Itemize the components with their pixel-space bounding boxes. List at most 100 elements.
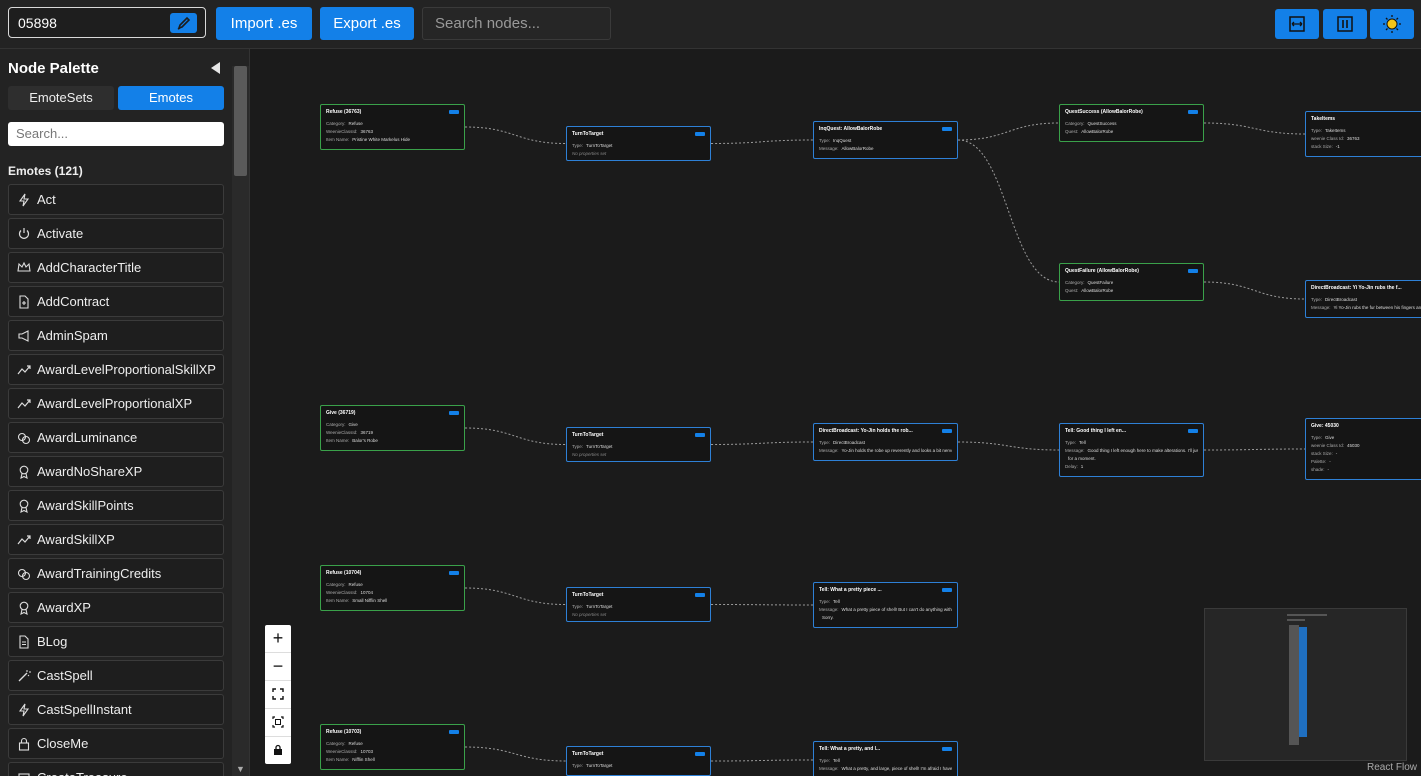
emote-item[interactable]: AwardSkillPoints [8, 490, 224, 521]
node-edit-badge[interactable] [449, 571, 459, 575]
node-edit-badge[interactable] [449, 411, 459, 415]
property-key: Category: [1065, 280, 1085, 285]
flow-edge[interactable] [1203, 448, 1306, 451]
flow-edge[interactable] [464, 587, 567, 605]
emote-item[interactable]: AddContract [8, 286, 224, 317]
palette-scrollbar[interactable]: ▲ ▼ [232, 66, 249, 776]
fit-view-button[interactable] [265, 681, 291, 709]
emote-item[interactable]: BLog [8, 626, 224, 657]
node-edit-badge[interactable] [695, 132, 705, 136]
emote-item[interactable]: AwardSkillXP [8, 524, 224, 555]
theme-toggle-button[interactable] [1370, 9, 1414, 39]
emote-item[interactable]: Act [8, 184, 224, 215]
file-name-field[interactable]: 05898 [8, 7, 206, 38]
flow-node[interactable]: DirectBroadcast: Yo-Jin holds the rob...… [813, 423, 958, 461]
layout-button[interactable] [1275, 9, 1319, 39]
emote-item[interactable]: CastSpell [8, 660, 224, 691]
property-value: - [1329, 459, 1331, 464]
node-edit-badge[interactable] [695, 433, 705, 437]
fit-selection-button[interactable] [265, 709, 291, 737]
collapse-sidebar-icon[interactable] [210, 62, 222, 74]
flow-node[interactable]: QuestFailure (AllowBalorRobe)Category:Qu… [1059, 263, 1204, 301]
node-edit-badge[interactable] [695, 752, 705, 756]
node-edit-badge[interactable] [695, 593, 705, 597]
trend-icon [17, 365, 31, 375]
flow-edge[interactable] [464, 126, 567, 144]
zoom-controls: + − [265, 625, 291, 764]
flow-edge[interactable] [957, 122, 1060, 141]
scroll-thumb[interactable] [234, 66, 247, 176]
flow-edge[interactable] [710, 441, 814, 445]
react-flow-attribution[interactable]: React Flow [1364, 761, 1419, 774]
node-edit-badge[interactable] [942, 588, 952, 592]
emote-item[interactable]: AwardLuminance [8, 422, 224, 453]
flow-edge[interactable] [1203, 122, 1306, 135]
flow-node[interactable]: DirectBroadcast: Yi Yo-Jin rubs the f...… [1305, 280, 1421, 318]
pause-button[interactable] [1323, 9, 1367, 39]
emote-item[interactable]: AddCharacterTitle [8, 252, 224, 283]
export-button[interactable]: Export .es [320, 7, 414, 40]
tab-emotes[interactable]: Emotes [118, 86, 224, 110]
flow-edge[interactable] [710, 139, 814, 144]
property-value: Refuse [348, 582, 363, 587]
emote-item[interactable]: CloseMe [8, 728, 224, 759]
flow-edge[interactable] [710, 604, 814, 606]
emote-label: CastSpellInstant [37, 702, 132, 717]
node-edit-badge[interactable] [1188, 110, 1198, 114]
lock-button[interactable] [265, 737, 291, 764]
flow-edge[interactable] [464, 427, 567, 445]
node-edit-badge[interactable] [942, 127, 952, 131]
emote-item[interactable]: CreateTreasure [8, 762, 224, 776]
emote-item[interactable]: AwardTrainingCredits [8, 558, 224, 589]
flow-edge[interactable] [957, 139, 1060, 283]
palette-search-input[interactable]: Search... [8, 122, 224, 146]
flow-edge[interactable] [464, 746, 567, 762]
emote-item[interactable]: AwardNoShareXP [8, 456, 224, 487]
node-property: stack Size:-1 [1311, 144, 1421, 149]
node-edit-badge[interactable] [449, 730, 459, 734]
property-key: Type: [1311, 128, 1323, 133]
node-edit-badge[interactable] [942, 429, 952, 433]
import-button[interactable]: Import .es [216, 7, 312, 40]
emote-item[interactable]: AwardLevelProportionalSkillXP [8, 354, 224, 385]
flow-node[interactable]: QuestSuccess (AllowBalorRobe)Category:Qu… [1059, 104, 1204, 142]
scroll-down-icon[interactable]: ▼ [236, 764, 245, 774]
zoom-out-button[interactable]: − [265, 653, 291, 681]
property-key: Quest: [1065, 129, 1079, 134]
flow-edge[interactable] [1203, 281, 1306, 300]
node-edit-badge[interactable] [942, 747, 952, 751]
search-nodes-input[interactable]: Search nodes... [422, 7, 611, 40]
emote-item[interactable]: CastSpellInstant [8, 694, 224, 725]
node-edit-badge[interactable] [1188, 429, 1198, 433]
emote-item[interactable]: AdminSpam [8, 320, 224, 351]
flow-edge[interactable] [710, 759, 814, 762]
node-property: WeenieClassId:36719 [326, 430, 459, 435]
property-value: QuestSuccess [1087, 121, 1117, 126]
flow-edge[interactable] [957, 441, 1060, 451]
emote-item[interactable]: AwardLevelProportionalXP [8, 388, 224, 419]
property-key: Type: [819, 440, 831, 445]
emote-item[interactable]: Activate [8, 218, 224, 249]
node-edit-badge[interactable] [1188, 269, 1198, 273]
edit-name-button[interactable] [170, 13, 197, 33]
minimap[interactable] [1204, 608, 1407, 761]
zoom-in-button[interactable]: + [265, 625, 291, 653]
node-edit-badge[interactable] [449, 110, 459, 114]
tab-emotesets[interactable]: EmoteSets [8, 86, 114, 110]
node-property: Message:AllowBalorRobe [819, 146, 952, 151]
emote-item[interactable]: AwardXP [8, 592, 224, 623]
